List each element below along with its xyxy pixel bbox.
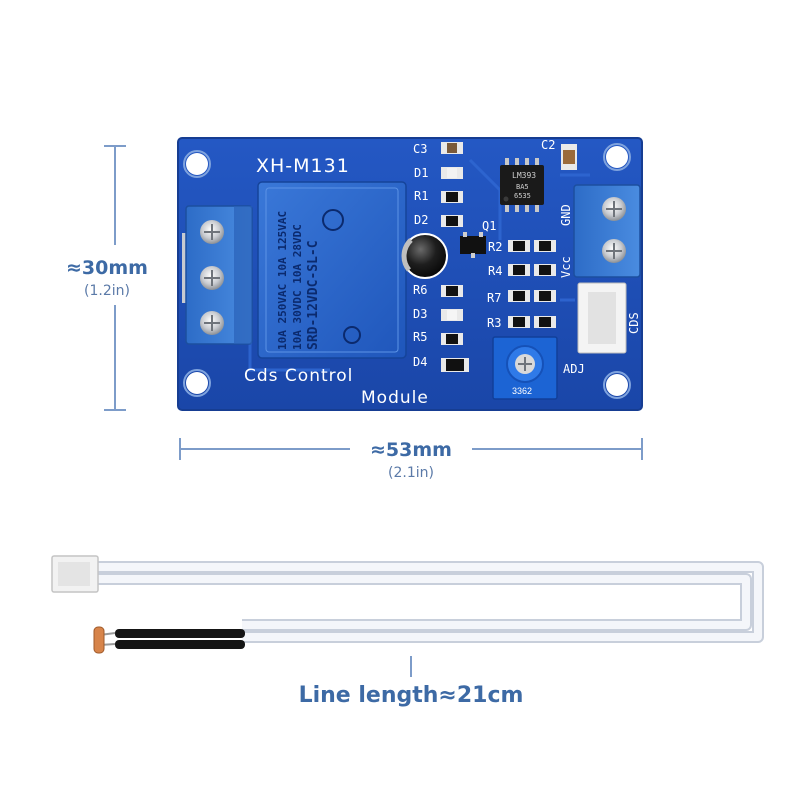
label-r3: R3 bbox=[487, 316, 501, 330]
label-gnd: GND bbox=[559, 204, 573, 226]
label-q1: Q1 bbox=[482, 219, 496, 233]
relay: 10A 250VAC 10A 125VAC 10A 30VDC 10A 28VD… bbox=[257, 181, 407, 359]
width-imperial-label: (2.1in) bbox=[388, 465, 434, 481]
certification-mark-icon bbox=[322, 209, 344, 231]
label-d2: D2 bbox=[414, 213, 428, 227]
label-r7: R7 bbox=[487, 291, 501, 305]
label-d4: D4 bbox=[413, 355, 427, 369]
relay-module-board: XH-M131 10A 250VAC 10A 125VAC 10A 30VDC … bbox=[177, 137, 643, 411]
photoresistor-cable bbox=[51, 555, 764, 654]
label-r4: R4 bbox=[488, 264, 502, 278]
label-cds: CDS bbox=[627, 312, 641, 334]
chip-text-3: 6535 bbox=[514, 192, 531, 200]
label-d1: D1 bbox=[414, 166, 428, 180]
photoresistor-icon bbox=[93, 626, 116, 654]
board-title-line-2: Module bbox=[361, 388, 429, 408]
line-length-dimension: Line length≈21cm bbox=[299, 656, 524, 708]
label-c3: C3 bbox=[413, 142, 427, 156]
potentiometer-label: 3362 bbox=[512, 386, 532, 396]
cable-plug bbox=[51, 555, 99, 593]
power-screw-terminal bbox=[573, 184, 641, 278]
line-length-label: Line length≈21cm bbox=[299, 683, 524, 708]
label-r5: R5 bbox=[413, 330, 427, 344]
electrolytic-capacitor bbox=[401, 233, 448, 279]
label-adj: ADJ bbox=[563, 362, 585, 376]
width-metric-label: ≈53mm bbox=[370, 439, 452, 461]
component-labels: C3 D1 R1 D2 Q1 R2 R4 R6 R7 D3 R3 R5 D4 C… bbox=[413, 138, 641, 376]
chip-text-1: LM393 bbox=[512, 171, 536, 180]
height-imperial-label: (1.2in) bbox=[84, 283, 130, 299]
sensitivity-potentiometer[interactable]: 3362 bbox=[492, 336, 558, 400]
height-dimension: ≈30mm (1.2in) bbox=[66, 145, 148, 411]
label-r1: R1 bbox=[414, 189, 428, 203]
mounting-holes bbox=[183, 143, 631, 399]
label-r2: R2 bbox=[488, 240, 502, 254]
label-c2: C2 bbox=[541, 138, 555, 152]
height-metric-label: ≈30mm bbox=[66, 257, 148, 279]
board-model-label: XH-M131 bbox=[256, 155, 350, 177]
label-d3: D3 bbox=[413, 307, 427, 321]
relay-rating-line-1: 10A 250VAC 10A 125VAC bbox=[276, 211, 289, 350]
smd-components bbox=[441, 142, 577, 372]
relay-rating-line-2: 10A 30VDC 10A 28VDC bbox=[291, 224, 304, 350]
board-title-line-1: Cds Control bbox=[244, 366, 353, 386]
label-vcc: Vcc bbox=[559, 256, 573, 278]
label-r6: R6 bbox=[413, 283, 427, 297]
sensor-connector bbox=[577, 282, 627, 354]
ul-mark-icon bbox=[343, 326, 361, 344]
comparator-chip: LM393 BA5 6535 bbox=[500, 158, 544, 212]
width-dimension: ≈53mm (2.1in) bbox=[179, 438, 643, 481]
chip-text-2: BA5 bbox=[516, 183, 529, 191]
relay-model-line: SRD-12VDC-SL-C bbox=[306, 240, 321, 350]
output-screw-terminal bbox=[182, 205, 253, 345]
